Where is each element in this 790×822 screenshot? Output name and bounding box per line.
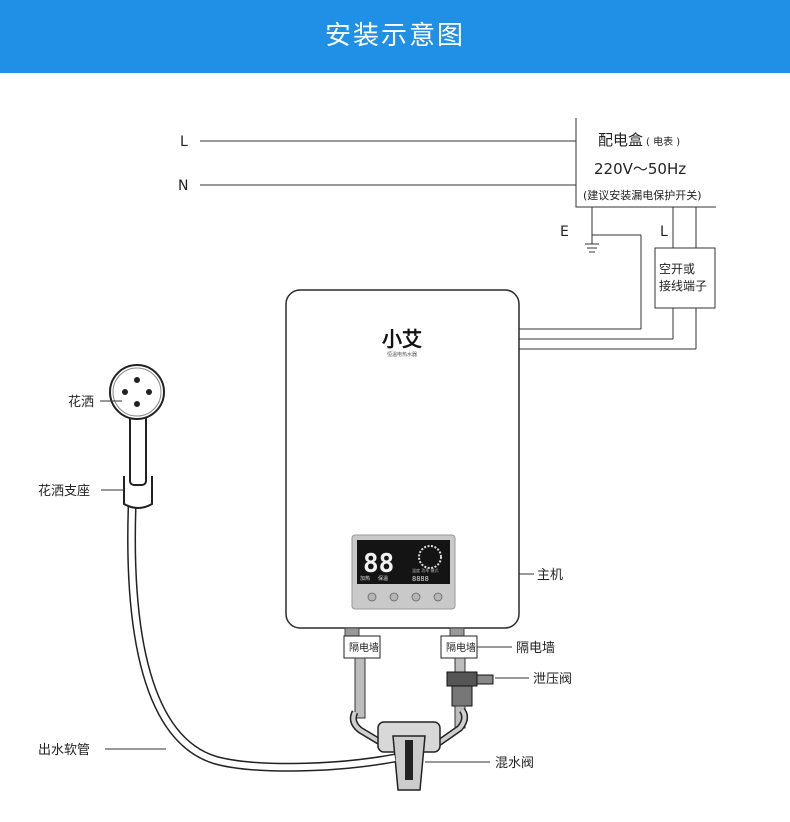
distribution-box-advice: (建议安装漏电保护开关) [583,188,702,202]
left-inlet-pipe [354,657,366,719]
shower-holder-label: 花洒支座 [38,483,90,499]
right-connector-top [449,627,465,637]
breaker-label-line2: 接线端子 [659,278,707,293]
pressure-valve-label: 泄压阀 [533,672,572,687]
breaker-box [654,247,716,309]
neutral-line-label: N [178,178,188,194]
distribution-box-frame [575,118,716,208]
wall-label: 隔电墙 [516,641,555,656]
ground-symbol-icon [585,243,599,253]
lcd-mode-heat: 加热 [360,575,370,582]
box-live-label: L [660,224,668,240]
shower-head-label: 花洒 [68,394,94,410]
breaker-label-line1: 空开或 [659,262,695,276]
panel-button-4[interactable] [433,592,443,602]
right-wall-tag-text: 隔电墙 [446,641,476,654]
outlet-hose-label: 出水软管 [38,743,90,758]
lcd-small-digits: 8888 [412,575,429,583]
lcd-status-text: 温度 功率 模式 [412,567,439,573]
pressure-relief-valve [446,671,494,707]
header-bar: 安装示意图 [0,0,790,73]
left-wall-tag-text: 隔电墙 [349,641,379,654]
distribution-box-note: ( 电表 ) [646,135,680,148]
main-unit-label: 主机 [537,568,563,583]
left-connector-top [344,627,360,637]
lcd-digits: 88 [363,549,394,579]
distribution-box-voltage: 220V～50Hz [594,160,686,178]
panel-button-3[interactable] [411,592,421,602]
svg-text:恒温电热水器: 恒温电热水器 [387,351,417,358]
page-title: 安装示意图 [324,21,465,51]
heater-main-unit [285,289,520,629]
earth-label: E [560,224,569,240]
svg-text:小艾: 小艾 [382,327,422,351]
live-line-label: L [180,134,188,150]
brand-logo: 小艾 恒温电热水器 [382,327,422,358]
lcd-mode-keep: 保温 [378,575,388,582]
mixing-valve-label: 混水阀 [495,756,534,771]
shower-handle [129,409,147,486]
outlet-hose [128,484,396,771]
panel-button-2[interactable] [389,592,399,602]
mixing-valve [349,707,469,791]
shower-head-icon [109,364,165,420]
distribution-box-title: 配电盒 [598,131,643,149]
lcd-dial-icon [418,545,442,569]
panel-button-1[interactable] [367,592,377,602]
